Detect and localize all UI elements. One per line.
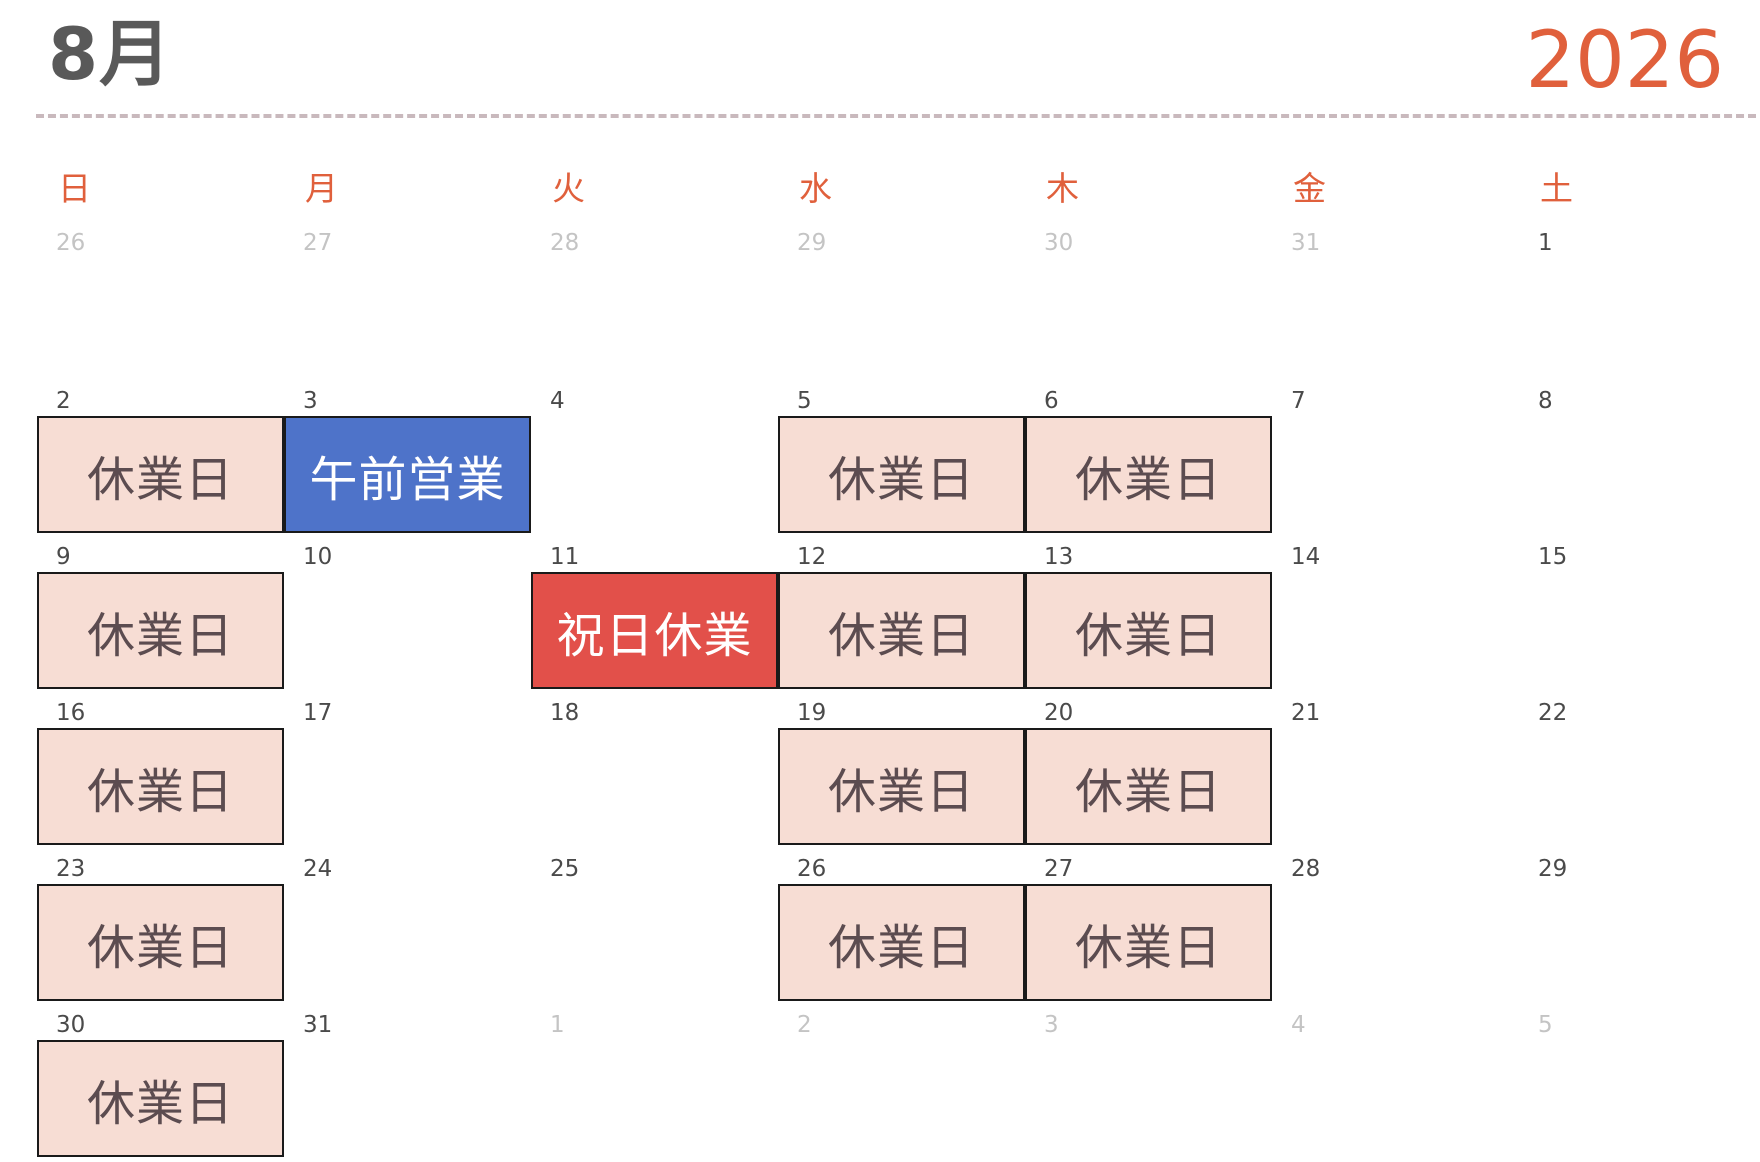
day-number: 30 xyxy=(56,1012,86,1038)
weekday-label: 水 xyxy=(799,169,832,208)
weekday-label: 火 xyxy=(552,169,585,208)
day-number-other-month: 27 xyxy=(303,230,333,256)
day-number: 1 xyxy=(1538,230,1553,256)
day-number: 15 xyxy=(1538,544,1568,570)
day-number: 27 xyxy=(1044,856,1074,882)
day-number: 23 xyxy=(56,856,86,882)
day-number: 22 xyxy=(1538,700,1568,726)
day-number: 14 xyxy=(1291,544,1321,570)
header-divider xyxy=(36,114,1756,118)
day-number: 24 xyxy=(303,856,333,882)
day-number: 28 xyxy=(1291,856,1321,882)
event-closed[interactable]: 休業日 xyxy=(1025,572,1272,689)
day-number-other-month: 4 xyxy=(1291,1012,1306,1038)
event-closed[interactable]: 休業日 xyxy=(37,416,284,533)
event-morning[interactable]: 午前営業 xyxy=(284,416,531,533)
day-number: 21 xyxy=(1291,700,1321,726)
day-number-other-month: 31 xyxy=(1291,230,1321,256)
day-number-other-month: 30 xyxy=(1044,230,1074,256)
day-number: 9 xyxy=(56,544,71,570)
event-closed[interactable]: 休業日 xyxy=(37,572,284,689)
day-number: 20 xyxy=(1044,700,1074,726)
year-title: 2026 xyxy=(1525,16,1724,106)
day-number-other-month: 3 xyxy=(1044,1012,1059,1038)
event-closed[interactable]: 休業日 xyxy=(778,572,1025,689)
event-closed[interactable]: 休業日 xyxy=(1025,728,1272,845)
day-number: 29 xyxy=(1538,856,1568,882)
weekday-label: 月 xyxy=(305,169,338,208)
month-title: 8月 xyxy=(48,12,173,96)
weekday-label: 木 xyxy=(1046,169,1079,208)
day-number: 19 xyxy=(797,700,827,726)
day-number: 18 xyxy=(550,700,580,726)
day-number: 6 xyxy=(1044,388,1059,414)
day-number: 31 xyxy=(303,1012,333,1038)
day-number-other-month: 2 xyxy=(797,1012,812,1038)
day-number: 7 xyxy=(1291,388,1306,414)
event-closed[interactable]: 休業日 xyxy=(778,416,1025,533)
day-number: 8 xyxy=(1538,388,1553,414)
weekday-label: 日 xyxy=(58,169,91,208)
day-number-other-month: 26 xyxy=(56,230,86,256)
day-number: 2 xyxy=(56,388,71,414)
event-closed[interactable]: 休業日 xyxy=(37,884,284,1001)
day-number: 26 xyxy=(797,856,827,882)
event-holiday[interactable]: 祝日休業 xyxy=(531,572,778,689)
day-number: 13 xyxy=(1044,544,1074,570)
event-closed[interactable]: 休業日 xyxy=(1025,416,1272,533)
day-number: 17 xyxy=(303,700,333,726)
day-number: 12 xyxy=(797,544,827,570)
event-closed[interactable]: 休業日 xyxy=(778,884,1025,1001)
day-number: 10 xyxy=(303,544,333,570)
day-number: 16 xyxy=(56,700,86,726)
day-number-other-month: 5 xyxy=(1538,1012,1553,1038)
day-number: 4 xyxy=(550,388,565,414)
weekday-label: 金 xyxy=(1293,169,1326,208)
day-number-other-month: 28 xyxy=(550,230,580,256)
event-closed[interactable]: 休業日 xyxy=(37,728,284,845)
day-number: 25 xyxy=(550,856,580,882)
event-closed[interactable]: 休業日 xyxy=(37,1040,284,1157)
day-number: 3 xyxy=(303,388,318,414)
event-closed[interactable]: 休業日 xyxy=(778,728,1025,845)
day-number-other-month: 29 xyxy=(797,230,827,256)
weekday-label: 土 xyxy=(1540,169,1573,208)
event-closed[interactable]: 休業日 xyxy=(1025,884,1272,1001)
day-number: 5 xyxy=(797,388,812,414)
day-number-other-month: 1 xyxy=(550,1012,565,1038)
day-number: 11 xyxy=(550,544,580,570)
